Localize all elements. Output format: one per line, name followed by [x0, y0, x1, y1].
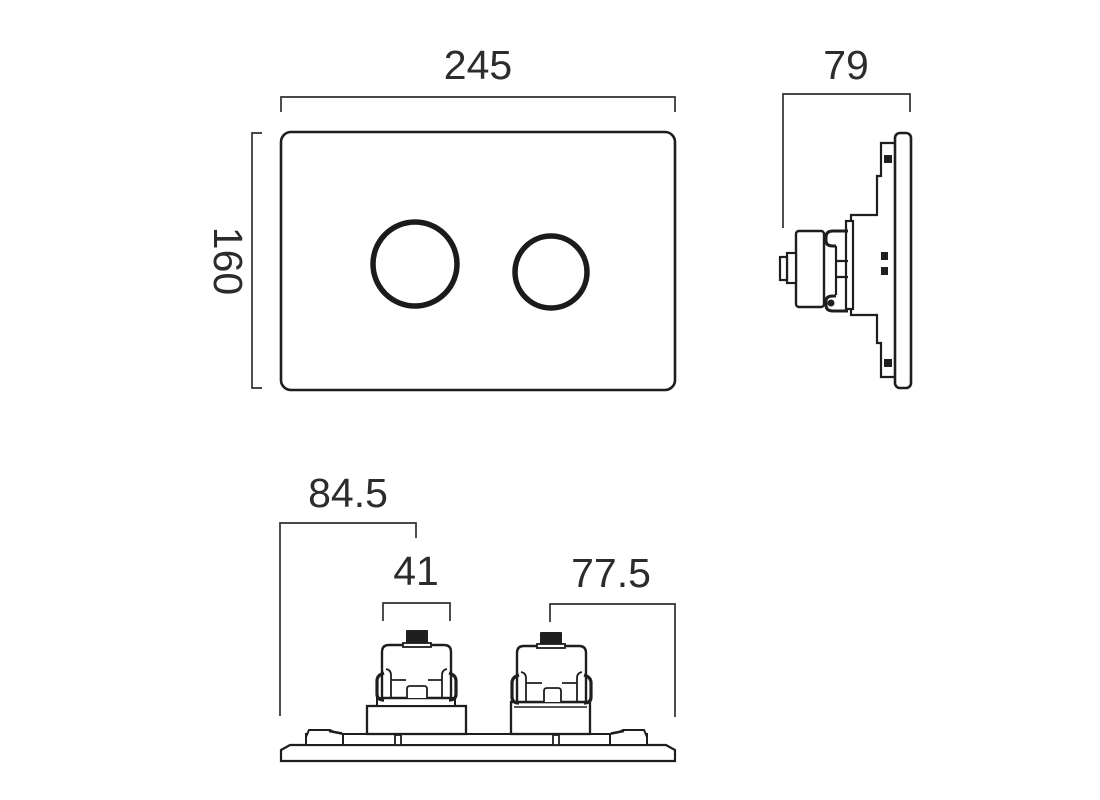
bottom-rail-slot-right	[552, 734, 560, 746]
front-height-dimension-line	[251, 132, 262, 389]
small-flush-button	[512, 233, 590, 311]
left-mechanism-center-tab	[406, 685, 428, 698]
side-actuator-nub-inner	[785, 251, 798, 285]
bottom-right-offset-dimension-label: 77.5	[571, 550, 651, 596]
side-spring-clip-finger	[836, 259, 848, 279]
side-depth-dimension-line	[782, 93, 911, 228]
side-spring-clip-bottom-hook	[824, 294, 848, 313]
left-mechanism-spindle-flange	[402, 642, 432, 648]
bottom-left-offset-dimension: 84.5	[279, 470, 417, 716]
right-button-mechanism	[509, 632, 593, 736]
front-view: 245 160	[205, 42, 677, 392]
front-height-dimension-label: 160	[205, 227, 251, 295]
right-mechanism-spindle	[540, 632, 562, 645]
right-mechanism-inner-walls	[520, 671, 583, 702]
bottom-right-offset-dimension-line	[549, 603, 676, 717]
bottom-rail-slot-left	[394, 734, 402, 746]
bottom-left-offset-dimension-line	[279, 522, 417, 716]
front-width-dimension-line	[280, 96, 676, 112]
left-mechanism-inner-walls	[385, 668, 448, 698]
large-flush-button	[370, 219, 460, 309]
right-mechanism-body	[515, 644, 588, 704]
side-spring-clip-blob	[827, 299, 835, 307]
front-width-dimension: 245	[280, 42, 676, 112]
left-mechanism-pedestal	[365, 704, 468, 736]
side-clip-notch-bottom	[884, 359, 892, 367]
bottom-rail-right-tab-edge	[610, 729, 625, 735]
side-depth-dimension: 79	[782, 42, 911, 228]
bottom-base-plate	[279, 743, 677, 763]
left-button-mechanism	[365, 630, 468, 736]
bottom-button-width-dimension: 41	[382, 548, 451, 621]
side-actuator-block	[794, 229, 826, 309]
side-cylinder-flange	[844, 219, 855, 311]
side-depth-dimension-label: 79	[823, 42, 869, 88]
side-view: 79	[778, 42, 913, 390]
right-mechanism-spindle-flange	[536, 643, 566, 649]
bottom-button-width-dimension-line	[382, 602, 451, 621]
bottom-left-offset-dimension-label: 84.5	[308, 470, 388, 516]
right-mechanism-right-hook	[583, 673, 593, 705]
side-plate-profile	[893, 131, 913, 390]
side-spring-clip	[824, 229, 848, 313]
side-spring-clip-top-hook	[824, 229, 848, 248]
bottom-view: 84.5 41 77.5	[279, 470, 677, 763]
bottom-button-width-dimension-label: 41	[393, 548, 439, 594]
right-mechanism-center-tab	[543, 687, 562, 702]
front-height-dimension: 160	[205, 132, 262, 389]
left-mechanism-body	[380, 643, 453, 700]
bottom-rail-left-tab-edge	[328, 729, 343, 735]
left-mechanism-right-hook	[448, 671, 458, 702]
bottom-mounting-rail	[305, 733, 648, 746]
side-housing-silhouette	[849, 141, 895, 379]
left-mechanism-spindle	[406, 630, 428, 644]
side-clip-mid-upper	[881, 252, 888, 260]
flush-plate-front-face	[279, 130, 677, 392]
bottom-right-offset-dimension: 77.5	[549, 550, 676, 717]
right-mechanism-left-hook	[510, 673, 520, 705]
front-width-dimension-label: 245	[444, 42, 512, 88]
side-actuator-nub-tip	[778, 255, 789, 282]
side-clip-mid-lower	[881, 267, 888, 275]
left-mechanism-left-hook	[375, 671, 385, 702]
side-clip-notch-top	[884, 155, 892, 163]
